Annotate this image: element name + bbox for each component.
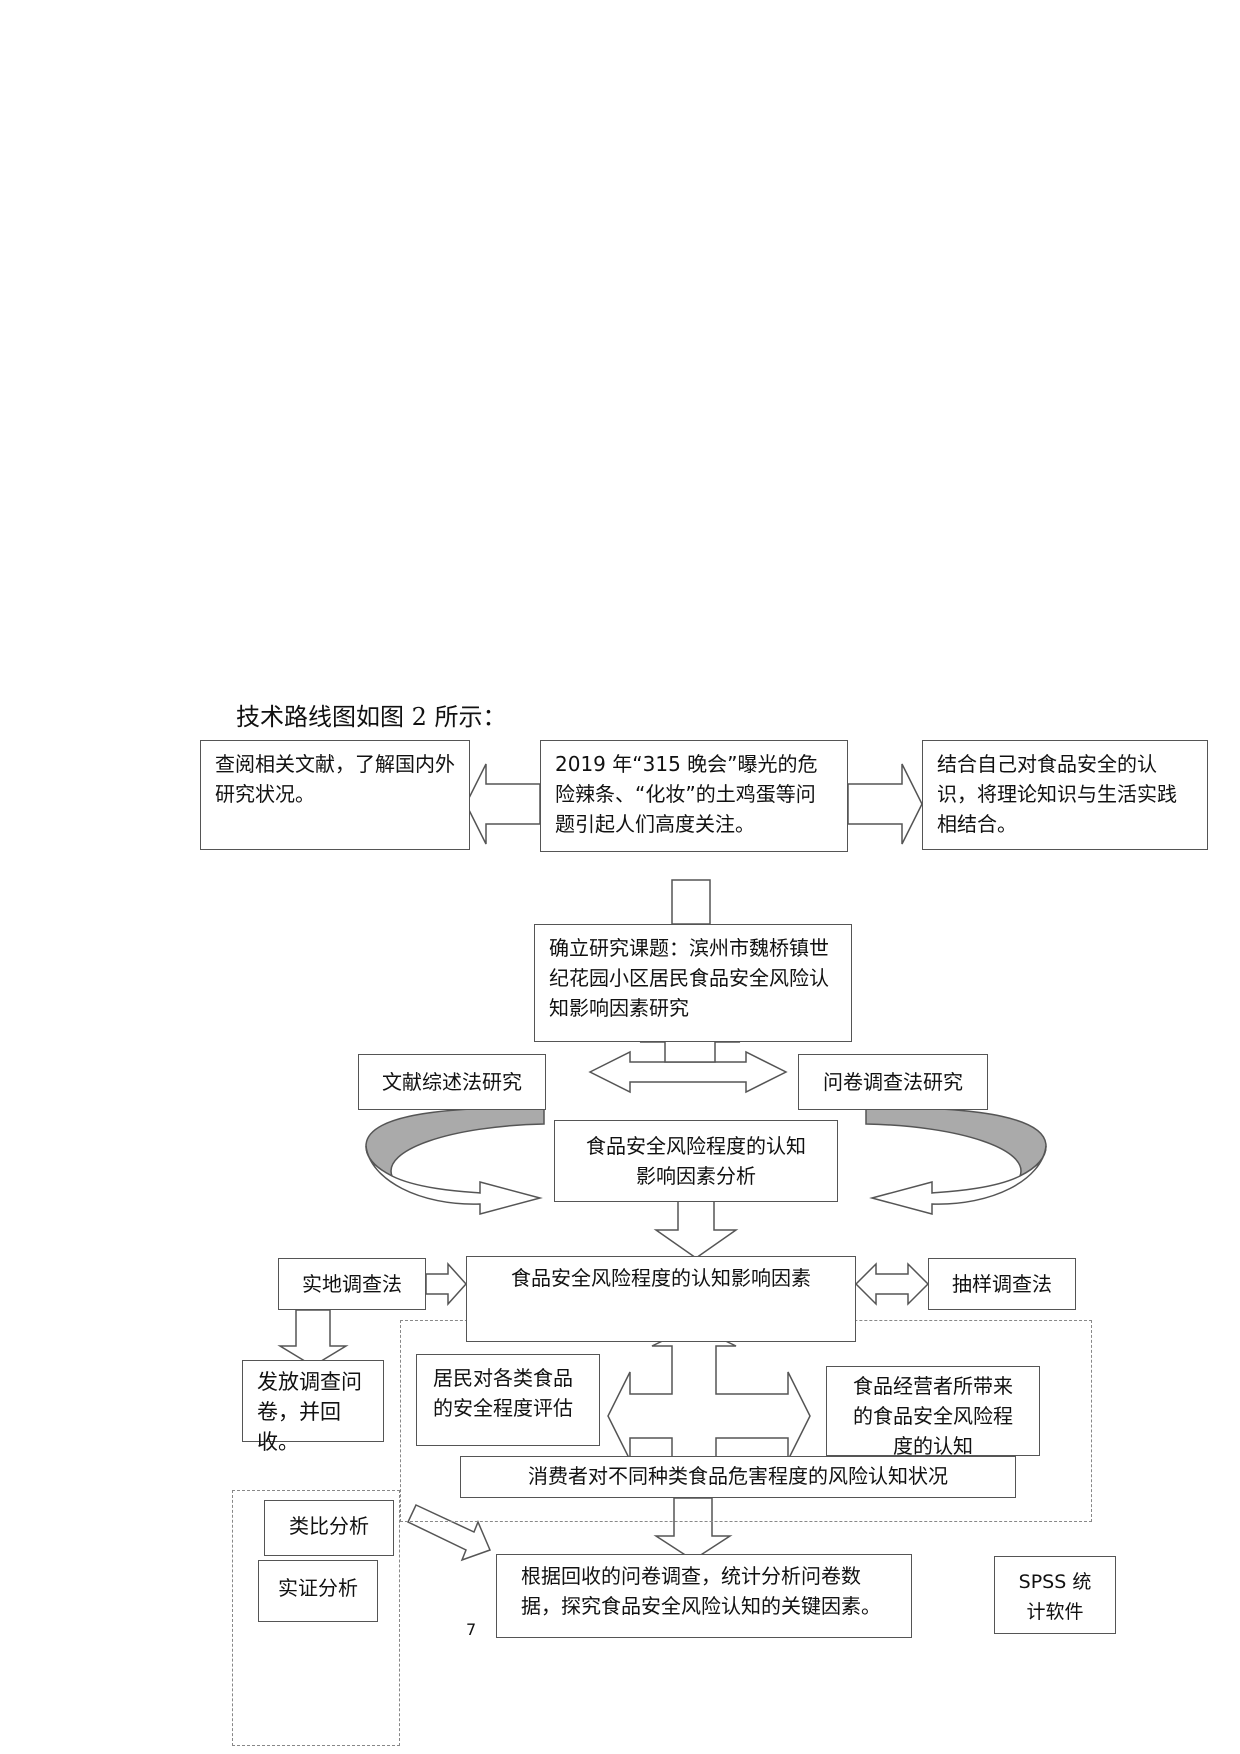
dashed-group-analysis-methods xyxy=(232,1490,400,1746)
box-315-event: 2019 年“315 晚会”曝光的危险辣条、“化妆”的土鸡蛋等问题引起人们高度关… xyxy=(540,740,848,852)
box-resident-evaluation: 居民对各类食品的安全程度评估 xyxy=(416,1354,600,1446)
diagram-caption: 技术路线图如图 2 所示： xyxy=(236,703,507,731)
arrow-right-to-combine xyxy=(847,763,923,845)
box-research-topic: 确立研究课题：滨州市魏桥镇世纪花园小区居民食品安全风险认知影响因素研究 xyxy=(534,924,852,1042)
box-spss-software: SPSS 统计软件 xyxy=(994,1556,1116,1634)
box-questionnaire: 发放调查问卷，并回收。 xyxy=(242,1360,384,1454)
box-literature-review: 查阅相关文献，了解国内外研究状况。 xyxy=(200,740,470,850)
box-analogy-analysis: 类比分析 xyxy=(264,1500,394,1556)
box-survey-method: 问卷调查法研究 xyxy=(798,1054,988,1110)
double-arrow-sampling xyxy=(854,1262,930,1306)
box-literature-method: 文献综述法研究 xyxy=(358,1054,546,1110)
box-risk-analysis: 食品安全风险程度的认知影响因素分析 xyxy=(554,1120,838,1202)
box-sampling-survey: 抽样调查法 xyxy=(928,1258,1076,1310)
arrow-down-to-factors xyxy=(653,1195,739,1259)
box-empirical-analysis: 实证分析 xyxy=(258,1560,378,1622)
box-operator-risk: 食品经营者所带来的食品安全风险程度的认知 xyxy=(826,1366,1040,1458)
arrow-down-to-questionnaire xyxy=(277,1309,349,1367)
box-field-survey: 实地调查法 xyxy=(278,1258,426,1310)
double-arrow-methods xyxy=(588,1050,788,1094)
connector-event-topic xyxy=(671,879,711,925)
arrow-diagonal-to-stats xyxy=(407,1504,492,1562)
box-combine-theory: 结合自己对食品安全的认识，将理论知识与生活实践相结合。 xyxy=(922,740,1208,850)
curved-arrow-right xyxy=(865,1107,1047,1215)
box-risk-factors: 食品安全风险程度的认知影响因素 xyxy=(466,1256,856,1342)
arrow-down-to-stats xyxy=(653,1497,733,1561)
arrow-right-field-to-factors xyxy=(425,1262,468,1306)
page-number: 7 xyxy=(466,1620,477,1639)
box-statistical-analysis: 根据回收的问卷调查，统计分析问卷数据，探究食品安全风险认知的关键因素。 xyxy=(496,1554,912,1638)
curved-arrow-left xyxy=(365,1107,545,1215)
arrow-left-to-literature xyxy=(465,763,541,845)
box-consumer-awareness: 消费者对不同种类食品危害程度的风险认知状况 xyxy=(460,1456,1016,1498)
